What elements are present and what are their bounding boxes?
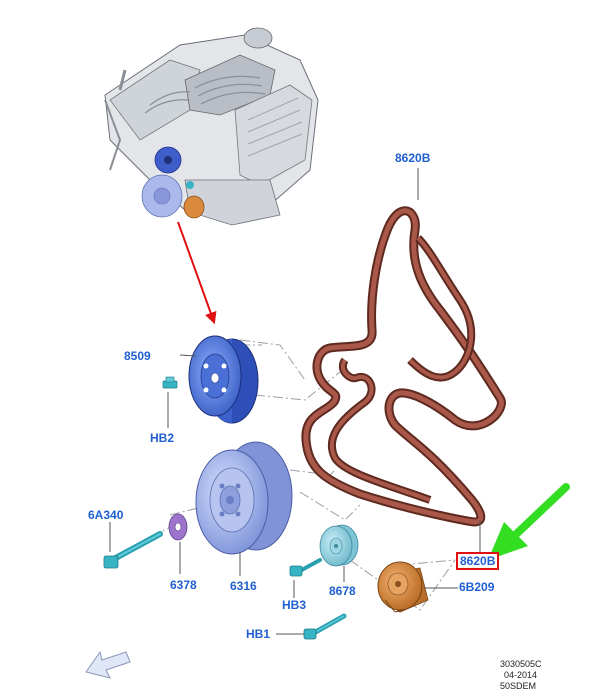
bolt-hb3 [289, 558, 322, 577]
engine-illustration [104, 27, 319, 226]
label-tensioner: 6B209 [459, 580, 495, 594]
ref-model: 50SDEM [500, 681, 537, 691]
label-bolt-hb1: HB1 [246, 627, 271, 641]
belt-tensioner [377, 561, 429, 613]
label-belt: 8620B [395, 151, 431, 165]
bolt-6a340 [103, 531, 163, 569]
label-damper: 6316 [230, 579, 257, 593]
green-pointer-arrow [488, 483, 570, 560]
label-bolt-hb2: HB2 [150, 431, 175, 445]
bolt-hb1 [303, 613, 347, 640]
leader-8509 [179, 354, 197, 357]
washer [168, 513, 188, 541]
bolt-hb2 [162, 376, 178, 389]
water-pump-pulley [188, 335, 259, 424]
serpentine-belt [301, 206, 506, 527]
label-washer: 6378 [170, 578, 197, 592]
ref-code: 3030505C [500, 659, 542, 669]
label-idler-pulley: 8678 [329, 584, 356, 598]
idler-pulley [319, 524, 359, 567]
label-bolt-6a340: 6A340 [88, 508, 124, 522]
front-direction-icon [85, 650, 131, 679]
label-bolt-hb3: HB3 [282, 598, 307, 612]
red-pointer-arrow [177, 221, 217, 325]
label-water-pump-pulley: 8509 [124, 349, 151, 363]
highlighted-part-callout: 8620B [456, 552, 500, 570]
reference-block: 3030505C 04-2014 50SDEM [500, 659, 542, 692]
crankshaft-damper [195, 441, 293, 555]
ref-date: 04-2014 [504, 670, 538, 680]
